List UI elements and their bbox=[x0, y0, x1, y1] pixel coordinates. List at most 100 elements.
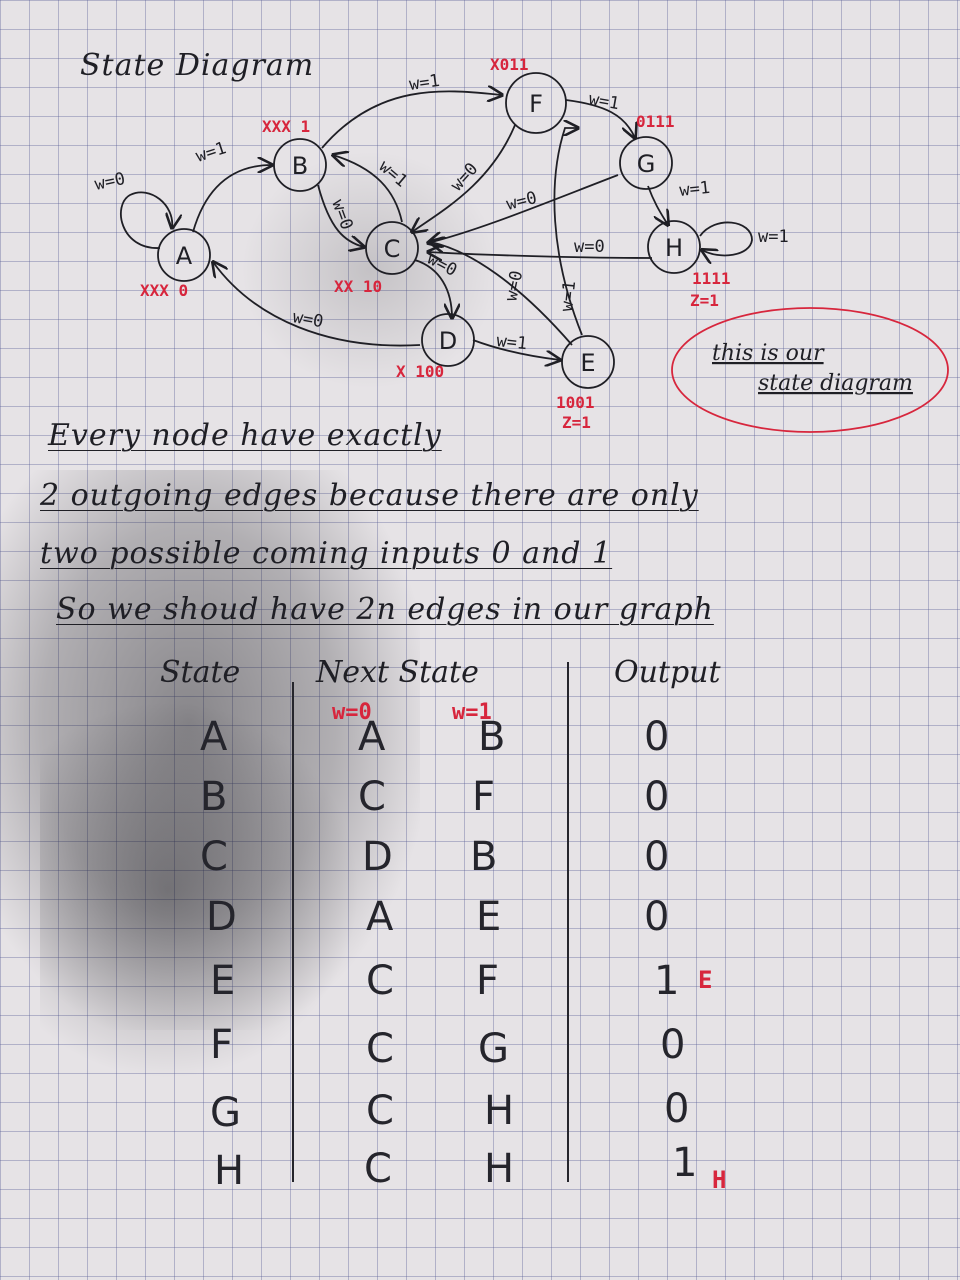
table-cell-state: F bbox=[210, 1022, 234, 1068]
table-cell-next-w0: A bbox=[358, 714, 386, 760]
note-line-4: So we shoud have 2n edges in our graph bbox=[56, 592, 714, 627]
node-d-code: X 100 bbox=[396, 362, 444, 381]
node-a-code: XXX 0 bbox=[140, 281, 188, 300]
table-cell-next-w0: D bbox=[362, 834, 393, 880]
edge-c-d bbox=[414, 259, 452, 318]
edge-e-c bbox=[430, 242, 573, 346]
table-divider-right bbox=[567, 662, 569, 1182]
table-cell-output: 0 bbox=[660, 1022, 686, 1068]
node-h bbox=[647, 220, 701, 274]
node-c-code: XX 10 bbox=[334, 277, 382, 296]
table-cell-next-w1: B bbox=[470, 834, 498, 880]
node-g-label: G bbox=[637, 150, 656, 178]
node-f-label: F bbox=[529, 90, 543, 118]
edge-a-b bbox=[192, 165, 272, 233]
edge-label-d-a: w=0 bbox=[291, 307, 325, 332]
edge-h-c bbox=[428, 252, 653, 258]
edge-f-g bbox=[565, 99, 635, 138]
edge-label-d-e: w=1 bbox=[495, 331, 528, 354]
node-b-code: XXX 1 bbox=[262, 117, 310, 136]
edge-h-h bbox=[700, 221, 753, 255]
node-d-label: D bbox=[439, 327, 457, 355]
table-cell-mark: E bbox=[698, 966, 713, 994]
node-h-code: 1111 bbox=[692, 269, 731, 288]
table-header-next-state: Next State bbox=[316, 655, 479, 690]
page-title: State Diagram bbox=[80, 48, 315, 83]
table-subheader-w0: w=0 bbox=[332, 700, 372, 725]
node-h-output: Z=1 bbox=[690, 291, 719, 310]
table-cell-next-w0: C bbox=[366, 1026, 394, 1072]
node-b-label: B bbox=[292, 152, 308, 180]
table-cell-state: A bbox=[200, 714, 228, 760]
table-cell-output: 0 bbox=[644, 894, 670, 940]
table-cell-output: 1 bbox=[654, 958, 680, 1004]
state-diagram: A B C D E F G H XXX 0 XXX 1 XX 10 X 100 … bbox=[93, 55, 949, 433]
edge-f-c bbox=[412, 124, 516, 232]
edge-label-f-g: w=1 bbox=[587, 89, 621, 114]
table-cell-next-w0: C bbox=[366, 958, 394, 1004]
table-cell-output: 0 bbox=[644, 834, 670, 880]
annotation-bubble bbox=[671, 307, 949, 433]
node-e bbox=[561, 335, 615, 389]
node-d bbox=[421, 313, 475, 367]
table-cell-state: C bbox=[200, 834, 228, 880]
edge-e-f bbox=[553, 128, 583, 336]
edge-d-e bbox=[472, 339, 560, 360]
edge-label-a-a: w=0 bbox=[93, 169, 127, 195]
table-subheader-w1: w=1 bbox=[452, 700, 492, 725]
table-cell-next-w1: F bbox=[476, 958, 500, 1004]
edge-label-e-f: w=1 bbox=[557, 280, 580, 313]
table-header-state: State bbox=[160, 655, 241, 690]
edge-b-f bbox=[321, 91, 502, 149]
table-cell-mark: H bbox=[712, 1166, 727, 1194]
table-cell-next-w1: B bbox=[478, 714, 506, 760]
table-cell-state: E bbox=[210, 958, 236, 1004]
table-cell-state: G bbox=[210, 1090, 241, 1136]
edge-g-c bbox=[428, 174, 619, 243]
node-e-code: 1001 bbox=[556, 393, 595, 412]
table-divider-left bbox=[292, 682, 294, 1182]
node-a bbox=[157, 228, 211, 282]
table-cell-state: H bbox=[214, 1148, 245, 1194]
table-cell-next-w0: C bbox=[364, 1146, 392, 1192]
table-cell-next-w1: G bbox=[478, 1026, 509, 1072]
node-b bbox=[273, 138, 327, 192]
node-g-code: 0111 bbox=[636, 112, 675, 131]
table-cell-next-w1: E bbox=[476, 894, 502, 940]
node-f bbox=[505, 72, 567, 134]
edge-label-b-f: w=1 bbox=[408, 71, 441, 95]
edge-c-b bbox=[333, 155, 403, 223]
bubble-text-line1: this is our bbox=[712, 341, 825, 366]
table-cell-output: 0 bbox=[644, 774, 670, 820]
edge-label-c-b: w=1 bbox=[375, 157, 411, 192]
node-h-label: H bbox=[665, 234, 683, 262]
table-cell-next-w0: C bbox=[358, 774, 386, 820]
table-cell-next-w0: C bbox=[366, 1088, 394, 1134]
node-a-label: A bbox=[176, 242, 193, 270]
edge-label-a-b: w=1 bbox=[193, 138, 228, 167]
edge-a-a bbox=[120, 191, 172, 249]
edge-label-b-c: w=0 bbox=[327, 197, 356, 233]
edge-label-e-c: w=0 bbox=[501, 269, 527, 303]
note-line-2: 2 outgoing edges because there are only bbox=[40, 478, 699, 513]
edge-label-h-c: w=0 bbox=[574, 237, 605, 257]
edge-d-a bbox=[213, 262, 421, 347]
edge-b-c bbox=[317, 184, 364, 247]
node-c bbox=[365, 221, 419, 275]
bubble-text-line2: state diagram bbox=[758, 371, 913, 396]
node-e-label: E bbox=[580, 349, 595, 377]
edge-label-f-c: w=0 bbox=[447, 159, 482, 195]
table-cell-next-w0: A bbox=[366, 894, 394, 940]
table-cell-output: 0 bbox=[664, 1086, 690, 1132]
table-cell-output: 0 bbox=[644, 714, 670, 760]
note-line-3: two possible coming inputs 0 and 1 bbox=[40, 536, 613, 571]
node-g bbox=[619, 136, 673, 190]
table-cell-next-w1: H bbox=[484, 1088, 515, 1134]
table-cell-state: D bbox=[206, 894, 237, 940]
node-e-output: Z=1 bbox=[562, 413, 591, 432]
table-header-output: Output bbox=[614, 655, 721, 690]
table-cell-next-w1: H bbox=[484, 1146, 515, 1192]
table-cell-next-w1: F bbox=[472, 774, 496, 820]
table-cell-state: B bbox=[200, 774, 228, 820]
edge-label-h-h: w=1 bbox=[758, 227, 789, 247]
